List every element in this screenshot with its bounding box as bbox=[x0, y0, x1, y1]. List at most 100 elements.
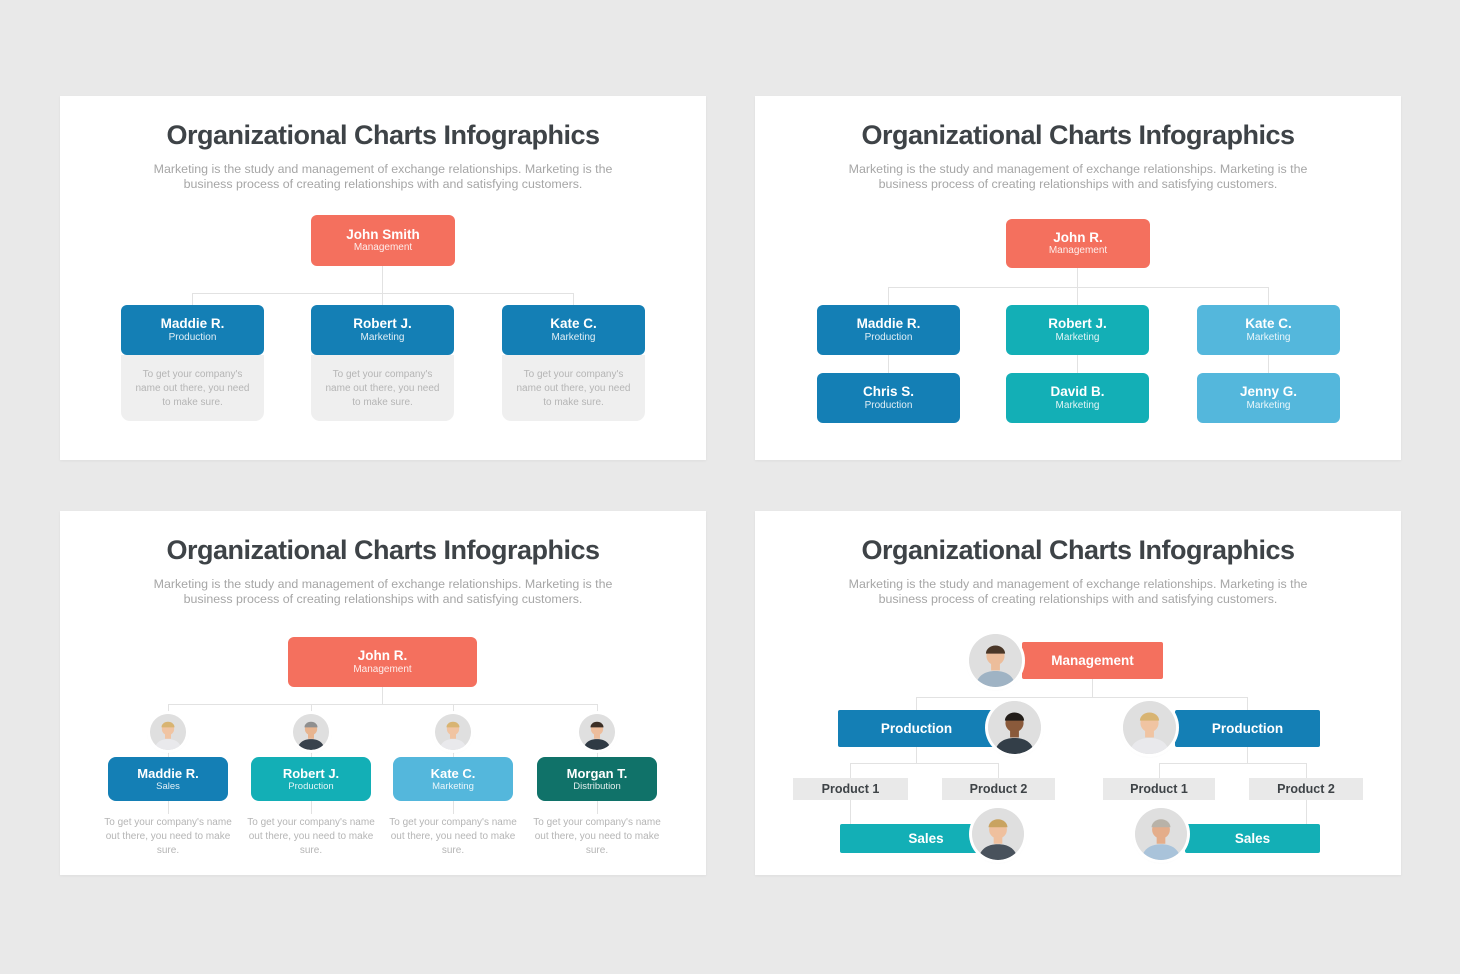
org-node-root: John R. Management bbox=[288, 637, 477, 687]
avatar-maddie bbox=[150, 714, 186, 750]
connector-line bbox=[573, 293, 574, 305]
connector-line bbox=[1306, 763, 1307, 778]
product-bar: Product 1 bbox=[793, 778, 908, 800]
person-name: Maddie R. bbox=[137, 765, 199, 781]
connector-line bbox=[916, 697, 1247, 698]
person-role: Sales bbox=[156, 780, 180, 792]
connector-line bbox=[192, 293, 193, 305]
person-role: Management bbox=[353, 663, 412, 675]
connector-line bbox=[168, 801, 169, 814]
connector-line bbox=[916, 697, 917, 710]
slide-title: Organizational Charts Infographics bbox=[861, 535, 1295, 565]
caption-text: To get your company's name out there, yo… bbox=[389, 817, 517, 857]
slide-subtitle: Marketing is the study and management of… bbox=[848, 162, 1308, 191]
slide-4-panel: Organizational Charts Infographics Marke… bbox=[755, 511, 1401, 875]
org-node: Maddie R. Production bbox=[817, 305, 960, 355]
product-bar: Product 2 bbox=[942, 778, 1055, 800]
connector-line bbox=[850, 763, 998, 764]
product-bar: Product 1 bbox=[1103, 778, 1215, 800]
slide-subtitle: Marketing is the study and management of… bbox=[848, 577, 1308, 606]
avatar-kate bbox=[435, 714, 471, 750]
connector-line bbox=[888, 287, 889, 305]
person-name: Chris S. bbox=[862, 384, 914, 400]
org-node: Robert J. Marketing bbox=[311, 305, 454, 355]
production-bar: Production bbox=[1175, 710, 1320, 747]
caption-box: To get your company's name out there, yo… bbox=[502, 355, 645, 421]
person-role: Marketing bbox=[1055, 331, 1100, 343]
person-role: Marketing bbox=[551, 331, 596, 343]
connector-line bbox=[1077, 268, 1078, 287]
org-node: Jenny G. Marketing bbox=[1197, 373, 1340, 423]
slide-title: Organizational Charts Infographics bbox=[861, 120, 1295, 150]
person-name: Kate C. bbox=[1245, 316, 1292, 332]
sales-bar: Sales bbox=[1185, 824, 1320, 853]
connector-line bbox=[1077, 287, 1078, 305]
person-name: John R. bbox=[357, 648, 408, 664]
avatar-production-right bbox=[1123, 701, 1176, 754]
avatar-robert bbox=[293, 714, 329, 750]
slide-subtitle: Marketing is the study and management of… bbox=[153, 577, 613, 606]
person-name: Robert J. bbox=[1048, 316, 1107, 332]
person-name: Maddie R. bbox=[856, 316, 921, 332]
caption-box: To get your company's name out there, yo… bbox=[121, 355, 264, 421]
person-role: Marketing bbox=[1246, 331, 1291, 343]
connector-line bbox=[382, 687, 383, 704]
slide-title: Organizational Charts Infographics bbox=[166, 535, 600, 565]
connector-line bbox=[1159, 763, 1160, 778]
connector-line bbox=[850, 763, 851, 778]
person-name: John R. bbox=[1053, 229, 1103, 245]
slide-3-panel: Organizational Charts Infographics Marke… bbox=[60, 511, 706, 875]
person-name: Jenny G. bbox=[1239, 384, 1298, 400]
person-role: Marketing bbox=[432, 780, 474, 792]
avatar-sales-left bbox=[972, 808, 1024, 860]
connector-line bbox=[850, 800, 851, 824]
avatar-production-left bbox=[988, 701, 1041, 754]
connector-line bbox=[1268, 355, 1269, 373]
connector-line bbox=[1092, 679, 1093, 697]
connector-line bbox=[1077, 355, 1078, 373]
production-bar: Production bbox=[838, 710, 995, 747]
product-bar: Product 2 bbox=[1249, 778, 1363, 800]
org-node: Maddie R. Production bbox=[121, 305, 264, 355]
connector-line bbox=[192, 293, 574, 294]
person-role: Marketing bbox=[360, 331, 405, 343]
slide-1-panel: Organizational Charts Infographics Marke… bbox=[60, 96, 706, 460]
org-node: Kate C. Marketing bbox=[393, 757, 513, 801]
person-name: Robert J. bbox=[282, 765, 340, 781]
person-role: Management bbox=[1048, 245, 1108, 257]
person-role: Marketing bbox=[1246, 399, 1291, 411]
person-role: Marketing bbox=[1055, 399, 1100, 411]
caption-text: To get your company's name out there, yo… bbox=[533, 817, 661, 857]
org-node: Chris S. Production bbox=[817, 373, 960, 423]
person-role: Management bbox=[353, 242, 413, 254]
person-name: David B. bbox=[1050, 384, 1105, 400]
slide-subtitle: Marketing is the study and management of… bbox=[153, 162, 613, 191]
connector-line bbox=[1247, 747, 1248, 763]
connector-line bbox=[1306, 800, 1307, 824]
avatar-sales-right bbox=[1135, 808, 1187, 860]
person-role: Production bbox=[864, 331, 913, 343]
org-node: Robert J. Marketing bbox=[1006, 305, 1149, 355]
connector-line bbox=[1159, 763, 1306, 764]
person-role: Distribution bbox=[573, 780, 621, 792]
connector-line bbox=[888, 287, 1269, 288]
slide-title: Organizational Charts Infographics bbox=[166, 120, 600, 150]
connector-line bbox=[382, 266, 383, 293]
org-node: Robert J. Production bbox=[251, 757, 371, 801]
org-node: Morgan T. Distribution bbox=[537, 757, 657, 801]
connector-line bbox=[1268, 287, 1269, 305]
connector-line bbox=[998, 763, 999, 778]
person-name: Morgan T. bbox=[566, 765, 628, 781]
person-role: Production bbox=[168, 331, 217, 343]
connector-line bbox=[453, 801, 454, 814]
connector-line bbox=[168, 704, 597, 705]
person-name: Kate C. bbox=[430, 765, 476, 781]
connector-line bbox=[888, 355, 889, 373]
management-bar: Management bbox=[1022, 642, 1163, 679]
org-node: Kate C. Marketing bbox=[502, 305, 645, 355]
person-name: Maddie R. bbox=[160, 316, 225, 332]
connector-line bbox=[1247, 697, 1248, 710]
person-name: Robert J. bbox=[353, 316, 412, 332]
caption-box: To get your company's name out there, yo… bbox=[311, 355, 454, 421]
caption-text: To get your company's name out there, yo… bbox=[247, 817, 375, 857]
